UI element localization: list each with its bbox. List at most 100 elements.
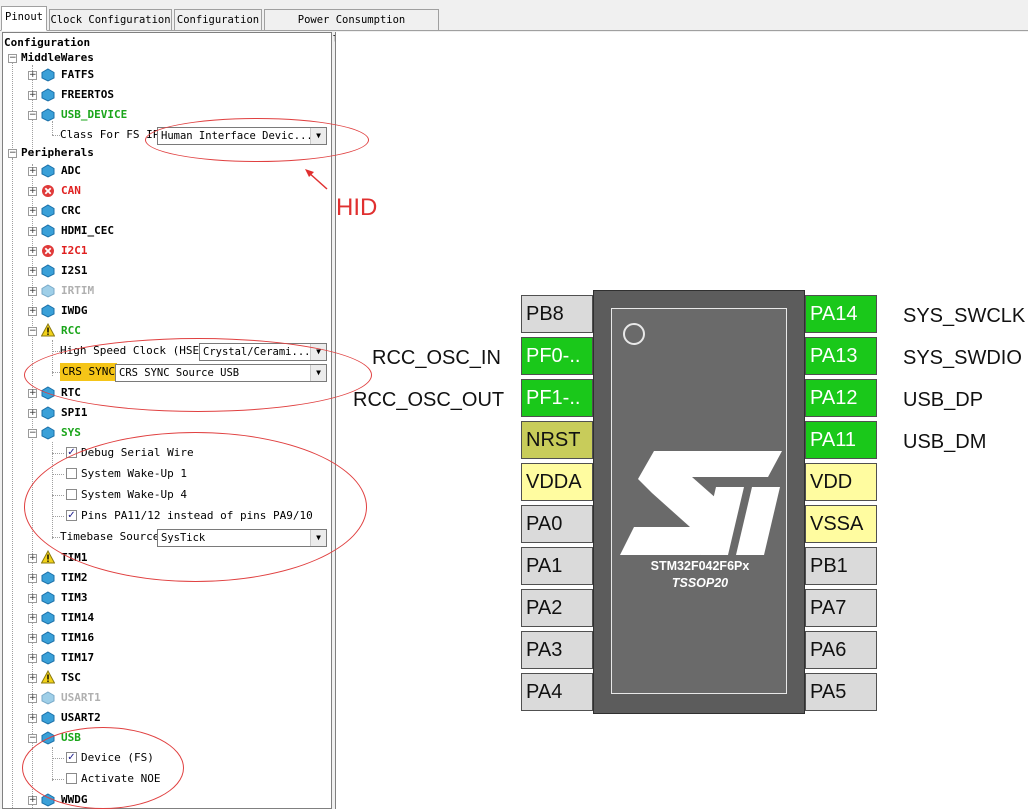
tab-clock-configuration[interactable]: Clock Configuration bbox=[49, 9, 172, 30]
tree-node-iwdg[interactable]: IWDG bbox=[61, 304, 88, 317]
pin-pa14[interactable]: PA14 bbox=[805, 295, 877, 333]
expand-icon[interactable]: + bbox=[28, 166, 37, 176]
system-wakeup-1-checkbox[interactable] bbox=[66, 468, 77, 479]
pin-pf1[interactable]: PF1-.. bbox=[521, 379, 593, 417]
tree-node-tim17[interactable]: TIM17 bbox=[61, 651, 95, 664]
tree-node-sys[interactable]: SYS bbox=[61, 426, 81, 439]
tree-node-tsc[interactable]: TSC bbox=[61, 671, 81, 684]
expand-icon[interactable]: + bbox=[28, 206, 37, 216]
debug-serial-wire-checkbox[interactable]: ✓ bbox=[66, 447, 77, 458]
expand-icon[interactable]: + bbox=[28, 90, 37, 100]
expand-icon[interactable]: + bbox=[28, 246, 37, 256]
tree-node-rcc[interactable]: RCC bbox=[61, 324, 81, 337]
tab-configuration[interactable]: Configuration bbox=[174, 9, 262, 30]
tree-node-spi1[interactable]: SPI1 bbox=[61, 406, 88, 419]
tree-node-crc[interactable]: CRC bbox=[61, 204, 81, 217]
pin-pb1[interactable]: PB1 bbox=[805, 547, 877, 585]
chevron-down-icon[interactable]: ▼ bbox=[310, 344, 326, 360]
tree-node-wwdg[interactable]: WWDG bbox=[61, 793, 88, 806]
pin-pa3[interactable]: PA3 bbox=[521, 631, 593, 669]
collapse-icon[interactable]: − bbox=[28, 428, 37, 438]
tree-node-tim16[interactable]: TIM16 bbox=[61, 631, 95, 644]
tree-node-usb[interactable]: USB bbox=[61, 731, 81, 744]
tree-node-usart2[interactable]: USART2 bbox=[61, 711, 101, 724]
collapse-icon[interactable]: − bbox=[8, 53, 17, 63]
pin-pa2[interactable]: PA2 bbox=[521, 589, 593, 627]
pin-nrst[interactable]: NRST bbox=[521, 421, 593, 459]
chevron-down-icon[interactable]: ▼ bbox=[310, 530, 326, 546]
expand-icon[interactable]: + bbox=[28, 306, 37, 316]
pin-pb8[interactable]: PB8 bbox=[521, 295, 593, 333]
pin-pa11[interactable]: PA11 bbox=[805, 421, 877, 459]
expand-icon[interactable]: + bbox=[28, 408, 37, 418]
configuration-tree[interactable]: Configuration − MiddleWares + FATFS + FR… bbox=[2, 32, 332, 809]
activate-noe-checkbox[interactable] bbox=[66, 773, 77, 784]
expand-icon[interactable]: + bbox=[28, 70, 37, 80]
pin-pa13[interactable]: PA13 bbox=[805, 337, 877, 375]
pin-pa12[interactable]: PA12 bbox=[805, 379, 877, 417]
expand-icon[interactable]: + bbox=[28, 795, 37, 805]
tree-node-hdmi-cec[interactable]: HDMI_CEC bbox=[61, 224, 114, 237]
chevron-down-icon[interactable]: ▼ bbox=[310, 365, 326, 381]
expand-icon[interactable]: + bbox=[28, 693, 37, 703]
pin-pa7[interactable]: PA7 bbox=[805, 589, 877, 627]
collapse-icon[interactable]: − bbox=[28, 733, 37, 743]
expand-icon[interactable]: + bbox=[28, 266, 37, 276]
expand-icon[interactable]: + bbox=[28, 186, 37, 196]
tree-node-usart1[interactable]: USART1 bbox=[61, 691, 101, 704]
expand-icon[interactable]: + bbox=[28, 673, 37, 683]
expand-icon[interactable]: + bbox=[28, 573, 37, 583]
tab-power-consumption-calculator[interactable]: Power Consumption Calculator bbox=[264, 9, 439, 46]
tree-node-rtc[interactable]: RTC bbox=[61, 386, 81, 399]
tree-node-can[interactable]: CAN bbox=[61, 184, 81, 197]
expand-icon[interactable]: + bbox=[28, 613, 37, 623]
device-fs-checkbox[interactable]: ✓ bbox=[66, 752, 77, 763]
tree-node-i2s1[interactable]: I2S1 bbox=[61, 264, 88, 277]
tab-pinout[interactable]: Pinout bbox=[1, 6, 47, 31]
pin-pa0[interactable]: PA0 bbox=[521, 505, 593, 543]
tree-node-irtim[interactable]: IRTIM bbox=[61, 284, 95, 297]
crs-sync-label: CRS SYNC bbox=[60, 363, 117, 381]
collapse-icon[interactable]: − bbox=[8, 148, 17, 158]
timebase-source-select[interactable]: SysTick ▼ bbox=[157, 529, 327, 547]
pins-remap-checkbox[interactable]: ✓ bbox=[66, 510, 77, 521]
expand-icon[interactable]: + bbox=[28, 286, 37, 296]
pin-pa4[interactable]: PA4 bbox=[521, 673, 593, 711]
tree-node-tim1[interactable]: TIM1 bbox=[61, 551, 88, 564]
system-wakeup-4-checkbox[interactable] bbox=[66, 489, 77, 500]
expand-icon[interactable]: + bbox=[28, 633, 37, 643]
crs-sync-select[interactable]: CRS SYNC Source USB ▼ bbox=[115, 364, 327, 382]
pin-pa1[interactable]: PA1 bbox=[521, 547, 593, 585]
chip-body[interactable]: STM32F042F6Px TSSOP20 bbox=[593, 290, 805, 714]
tree-node-freertos[interactable]: FREERTOS bbox=[61, 88, 114, 101]
expand-icon[interactable]: + bbox=[28, 388, 37, 398]
collapse-icon[interactable]: − bbox=[28, 326, 37, 336]
signal-label-sys-swclk: SYS_SWCLK bbox=[903, 305, 1026, 327]
pin-vssa[interactable]: VSSA bbox=[805, 505, 877, 543]
tree-node-usb-device[interactable]: USB_DEVICE bbox=[61, 108, 128, 121]
pin-vdd[interactable]: VDD bbox=[805, 463, 877, 501]
expand-icon[interactable]: + bbox=[28, 593, 37, 603]
chevron-down-icon[interactable]: ▼ bbox=[310, 128, 326, 144]
pin-pf0[interactable]: PF0-.. bbox=[521, 337, 593, 375]
tree-node-peripherals[interactable]: Peripherals bbox=[21, 146, 94, 159]
tree-node-tim14[interactable]: TIM14 bbox=[61, 611, 95, 624]
expand-icon[interactable]: + bbox=[28, 226, 37, 236]
expand-icon[interactable]: + bbox=[28, 653, 37, 663]
collapse-icon[interactable]: − bbox=[28, 110, 37, 120]
expand-icon[interactable]: + bbox=[28, 553, 37, 563]
tree-node-fatfs[interactable]: FATFS bbox=[61, 68, 95, 81]
error-icon bbox=[42, 185, 54, 197]
pin-vdda[interactable]: VDDA bbox=[521, 463, 593, 501]
tree-node-adc[interactable]: ADC bbox=[61, 164, 81, 177]
class-for-fs-ip-select[interactable]: Human Interface Devic... ▼ bbox=[157, 127, 327, 145]
component-icon bbox=[41, 731, 55, 745]
hse-select[interactable]: Crystal/Cerami... ▼ bbox=[199, 343, 327, 361]
expand-icon[interactable]: + bbox=[28, 713, 37, 723]
tree-node-tim2[interactable]: TIM2 bbox=[61, 571, 88, 584]
pin-pa5[interactable]: PA5 bbox=[805, 673, 877, 711]
tree-node-tim3[interactable]: TIM3 bbox=[61, 591, 88, 604]
pin-pa6[interactable]: PA6 bbox=[805, 631, 877, 669]
tree-node-middlewares[interactable]: MiddleWares bbox=[21, 51, 94, 64]
tree-node-i2c1[interactable]: I2C1 bbox=[61, 244, 88, 257]
